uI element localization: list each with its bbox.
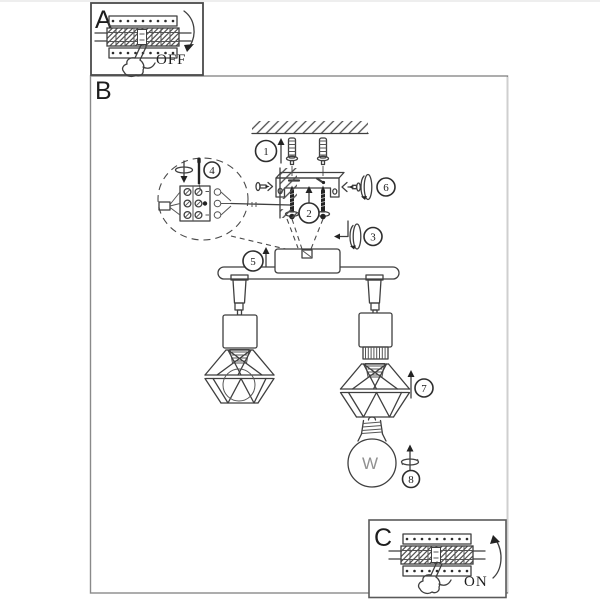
step-badge-1: 1 [254, 139, 278, 163]
step-badge-4: 4 [203, 161, 221, 179]
step-arrow-3 [334, 220, 349, 240]
panel-b: B [89, 75, 509, 594]
ceiling-hatch [251, 121, 369, 135]
bracket-screw-left [255, 181, 274, 192]
svg-text:5: 5 [250, 256, 256, 268]
panel-c: C ON [368, 519, 507, 599]
power-on-arrow [490, 535, 502, 579]
canopy [274, 248, 341, 274]
step-badge-7: 7 [414, 378, 434, 398]
screw-bulb-icon-8 [400, 444, 420, 472]
lamp-head-left [222, 274, 258, 349]
step-badge-8: 8 [401, 469, 421, 489]
step-badge-5: 5 [242, 250, 264, 272]
panel-b-border [89, 75, 509, 594]
svg-text:7: 7 [421, 383, 427, 395]
svg-text:1: 1 [263, 146, 269, 158]
panel-c-label: C [374, 524, 392, 552]
socket-thread [362, 346, 389, 360]
light-bulb: W [347, 416, 397, 488]
bulb-outline-left [222, 368, 256, 402]
bracket-screw-right [341, 181, 361, 193]
breaker-panel-c [388, 533, 486, 577]
step-badge-2: 2 [298, 202, 320, 224]
supply-cable [158, 191, 181, 216]
panel-a-label: A [95, 6, 112, 34]
step-badge-3: 3 [363, 226, 383, 247]
lamp-head-right [358, 274, 393, 360]
power-off-label: OFF [156, 52, 187, 68]
wiring-detail [157, 157, 291, 241]
power-on-label: ON [464, 574, 488, 590]
step-badge-6: 6 [376, 177, 396, 197]
panel-a: A OFF [90, 2, 204, 78]
wall-section [279, 167, 297, 219]
step-arrow-7 [407, 370, 415, 399]
svg-text:8: 8 [408, 474, 414, 486]
svg-text:4: 4 [209, 165, 215, 177]
svg-text:6: 6 [383, 182, 389, 194]
power-off-arrow [183, 10, 195, 52]
svg-text:3: 3 [370, 232, 376, 244]
panel-b-label: B [95, 77, 112, 105]
step-arrow-1 [277, 138, 285, 164]
bulb-wattage-mark: W [362, 454, 378, 473]
svg-text:2: 2 [306, 208, 312, 220]
